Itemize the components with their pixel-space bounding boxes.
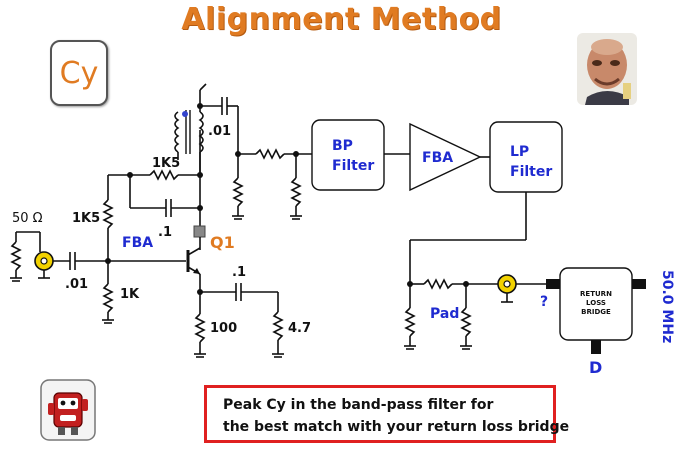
label-frequency: 50.0 MHz bbox=[659, 270, 675, 343]
label-rlb-2: LOSS bbox=[586, 299, 606, 307]
transformer-coil bbox=[174, 110, 204, 160]
transistor-q1 bbox=[186, 247, 201, 275]
label-question: ? bbox=[540, 294, 548, 310]
portrait-photo-icon bbox=[577, 33, 637, 105]
label-c01-input: .01 bbox=[65, 277, 88, 292]
label-4-7: 4.7 bbox=[288, 321, 311, 336]
label-100: 100 bbox=[210, 321, 237, 336]
page-title: Alignment Method bbox=[181, 2, 502, 37]
instruction-line-1: Peak Cy in the band-pass filter for bbox=[223, 397, 494, 413]
label-1k5-top: 1K5 bbox=[152, 156, 180, 171]
instruction-line-2: the best match with your return loss bri… bbox=[223, 419, 570, 435]
label-c1-emitter: .1 bbox=[232, 265, 246, 280]
label-bp: BP bbox=[332, 138, 353, 154]
input-50ohm-resistor bbox=[10, 231, 41, 278]
label-c01-top: .01 bbox=[208, 124, 231, 139]
cy-label-box: Cy bbox=[50, 40, 108, 106]
fba-amplifier-triangle bbox=[409, 122, 482, 192]
bp-filter-box bbox=[311, 119, 385, 191]
label-1k: 1K bbox=[120, 287, 140, 302]
instruction-note-box: Peak Cy in the band-pass filter for the … bbox=[204, 385, 570, 443]
label-bp-filter: Filter bbox=[332, 158, 374, 174]
label-fba-input: FBA bbox=[122, 235, 153, 251]
input-ground bbox=[10, 277, 22, 282]
mascot-robot-icon bbox=[40, 379, 96, 441]
label-q1: Q1 bbox=[210, 233, 235, 252]
label-1k5-left: 1K5 bbox=[72, 211, 100, 226]
label-rlb-1: RETURN bbox=[580, 290, 612, 298]
label-d-port: D bbox=[589, 358, 602, 377]
label-lp-filter: Filter bbox=[510, 164, 552, 180]
label-lp: LP bbox=[510, 144, 529, 160]
input-connector bbox=[34, 251, 54, 279]
label-50-ohm: 50 Ω bbox=[12, 211, 43, 226]
output-connector bbox=[497, 274, 517, 303]
label-fba-amp: FBA bbox=[422, 150, 453, 166]
label-pad: Pad bbox=[430, 306, 459, 322]
label-c1-mid: .1 bbox=[158, 225, 172, 240]
cy-label: Cy bbox=[59, 55, 99, 91]
label-rlb-3: BRIDGE bbox=[581, 308, 611, 316]
